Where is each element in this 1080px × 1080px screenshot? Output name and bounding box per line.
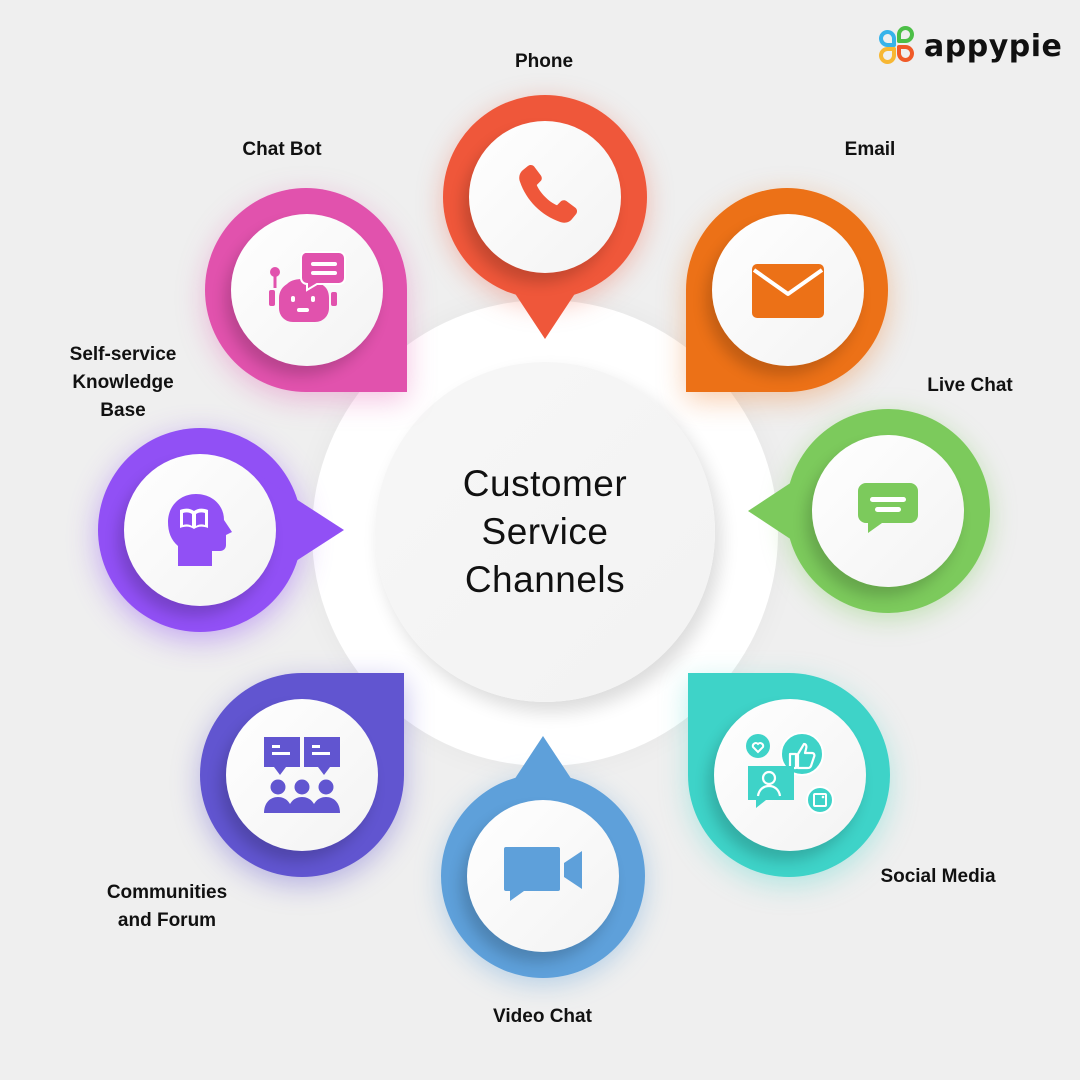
icon-disc xyxy=(231,214,383,366)
appypie-logo[interactable]: appypie xyxy=(878,26,1062,66)
label-line: and Forum xyxy=(117,910,217,931)
channel-pin-live-chat xyxy=(748,409,990,613)
center-title: Customer Service Channels xyxy=(425,460,665,604)
social-media-icon xyxy=(746,732,834,814)
channel-pin-chat-bot xyxy=(205,188,407,392)
label-video-chat: Video Chat xyxy=(493,1006,592,1027)
label-self-service-knowledge-base: Self-service Knowledge Base xyxy=(38,341,208,425)
icon-disc xyxy=(714,699,866,851)
center-title-line-2: Service xyxy=(481,511,609,552)
label-social-media: Social Media xyxy=(880,866,996,887)
label-line: Base xyxy=(100,400,146,421)
label-line: Communities xyxy=(106,882,228,903)
icon-disc xyxy=(812,435,964,587)
brand-name: appypie xyxy=(924,28,1063,64)
label-email: Email xyxy=(844,139,896,160)
community-group-icon xyxy=(264,737,340,813)
channel-pin-communities-forum xyxy=(200,673,404,877)
phone-icon xyxy=(519,164,578,223)
channel-pin-phone xyxy=(443,95,647,339)
icon-disc xyxy=(712,214,864,366)
icon-disc xyxy=(469,121,621,273)
video-camera-icon xyxy=(504,847,582,901)
icon-disc xyxy=(124,454,276,606)
center-title-line-1: Customer xyxy=(462,463,628,504)
appypie-logo-mark-icon xyxy=(878,26,916,66)
label-line: Self-service xyxy=(69,344,177,365)
label-communities-forum: Communities and Forum xyxy=(82,879,252,935)
channel-pin-email xyxy=(686,188,888,392)
channel-pin-video-chat xyxy=(441,736,645,978)
channel-pin-self-service-knowledge-base xyxy=(98,428,344,632)
icon-disc xyxy=(226,699,378,851)
envelope-icon xyxy=(752,264,824,318)
channel-pin-social-media xyxy=(688,673,890,877)
label-phone: Phone xyxy=(514,51,574,72)
label-chat-bot: Chat Bot xyxy=(242,139,322,160)
center-hub: Customer Service Channels xyxy=(375,362,715,702)
label-line: Knowledge xyxy=(72,372,174,393)
robot-chat-icon xyxy=(269,251,346,322)
chat-bubble-icon xyxy=(858,483,918,533)
head-book-icon xyxy=(168,494,232,566)
label-live-chat: Live Chat xyxy=(927,375,1013,396)
icon-disc xyxy=(467,800,619,952)
center-title-line-3: Channels xyxy=(464,559,626,600)
